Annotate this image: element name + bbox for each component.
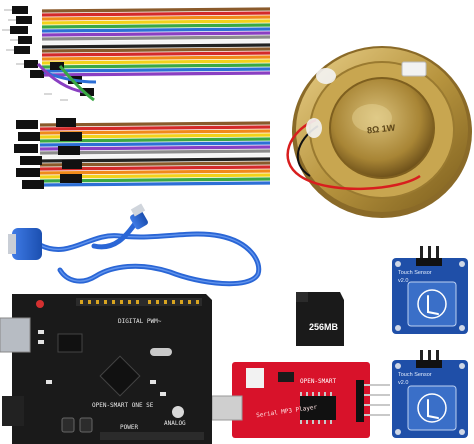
touch-sensor-bottom-version: v2.0 <box>398 380 409 386</box>
usb-cable <box>8 203 262 287</box>
arduino-board <box>0 294 212 444</box>
speaker <box>286 46 472 218</box>
arduino-analog-label: ANALOG <box>164 420 186 427</box>
sd-card <box>296 292 344 346</box>
arduino-digital-label: DIGITAL PWM~ <box>118 318 162 325</box>
jumper-wires-top <box>2 6 271 102</box>
touch-sensor-top-label: Touch Sensor <box>398 270 432 276</box>
arduino-board-label: OPEN-SMART ONE SE <box>92 402 154 409</box>
touch-sensor-bottom <box>392 350 468 438</box>
mp3-brand-label: OPEN-SMART <box>300 378 337 385</box>
jumper-wires-bottom <box>14 118 271 189</box>
touch-sensor-top <box>392 246 468 334</box>
touch-sensor-bottom-label: Touch Sensor <box>398 372 432 378</box>
mp3-module <box>211 362 390 438</box>
sd-card-label: 256MB <box>309 322 339 332</box>
touch-sensor-top-version: v2.0 <box>398 278 409 284</box>
arduino-power-label: POWER <box>120 424 139 431</box>
